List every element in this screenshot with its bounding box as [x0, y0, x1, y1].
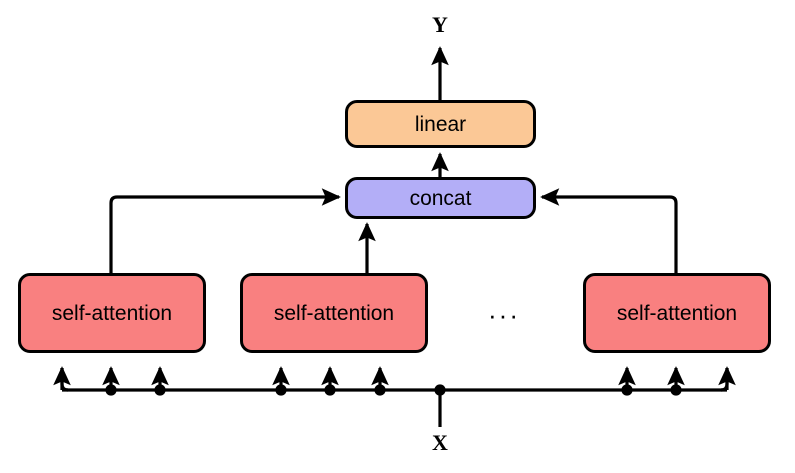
node-concat[interactable]: concat	[345, 177, 536, 219]
node-concat-label: concat	[409, 186, 472, 210]
node-self-attention-3[interactable]: self-attention	[583, 273, 771, 353]
junction-dot	[154, 384, 166, 396]
elbow-right	[720, 368, 729, 392]
junction-dot	[275, 384, 287, 396]
junction-dot	[621, 384, 633, 396]
node-self-attention-1-label: self-attention	[51, 301, 173, 325]
junction-dot	[324, 384, 336, 396]
node-linear[interactable]: linear	[345, 100, 536, 148]
input-label-x: X	[432, 430, 448, 455]
elbow-left	[60, 368, 69, 392]
wire-head3-to-concat	[540, 188, 678, 273]
node-linear-label: linear	[414, 112, 467, 136]
output-label-y: Y	[432, 12, 448, 37]
node-self-attention-2[interactable]: self-attention	[240, 273, 428, 353]
junction-dot	[670, 384, 682, 396]
node-self-attention-1[interactable]: self-attention	[18, 273, 206, 353]
junction-dot	[434, 384, 446, 396]
heads-ellipsis: ···	[488, 300, 520, 330]
junction-dot	[105, 384, 117, 396]
junction-dot	[374, 384, 386, 396]
node-self-attention-3-label: self-attention	[616, 301, 738, 325]
wire-head1-to-concat	[109, 188, 341, 273]
node-self-attention-2-label: self-attention	[273, 301, 395, 325]
bus-junction-dots	[105, 384, 682, 396]
bus-end-elbows	[60, 368, 729, 392]
